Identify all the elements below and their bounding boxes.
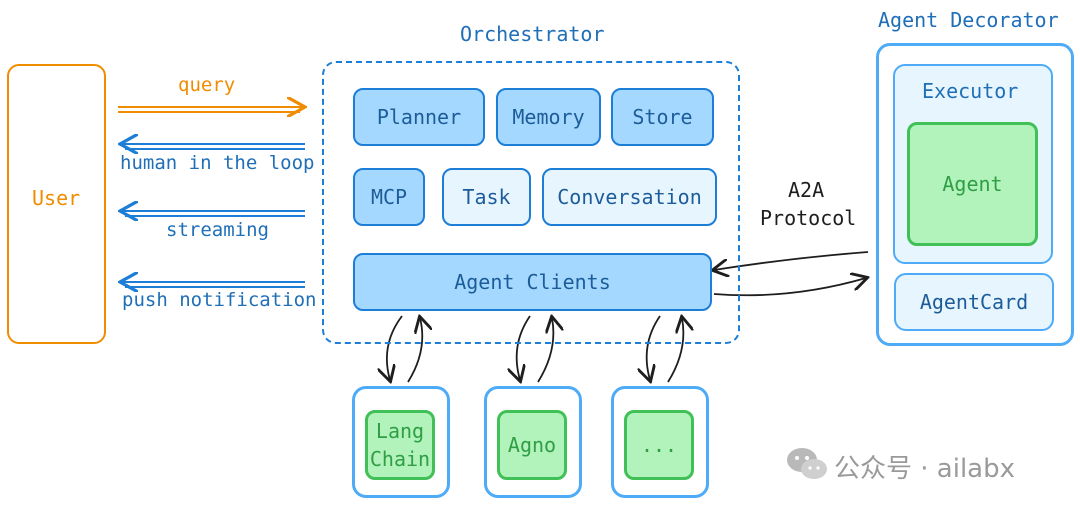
framework-arrows-langchain xyxy=(387,316,422,382)
executor-label: Executor xyxy=(922,79,1019,103)
agent-clients-box: Agent Clients xyxy=(353,253,712,311)
query-label: query xyxy=(178,74,236,96)
a2a-arrows xyxy=(714,251,868,297)
agno-box: Agno xyxy=(497,410,567,480)
wechat-icon xyxy=(787,448,827,479)
streaming-label: streaming xyxy=(166,219,269,241)
agent-box: Agent xyxy=(907,122,1038,246)
planner-box: Planner xyxy=(353,88,485,146)
human-in-the-loop-arrow xyxy=(122,144,305,149)
orchestrator-frame xyxy=(322,61,740,344)
conversation-box: Conversation xyxy=(542,168,717,226)
watermark-text: 公众号 · ailabx xyxy=(834,454,1015,484)
mcp-box: MCP xyxy=(353,168,425,226)
push-notification-arrow xyxy=(122,282,305,287)
orchestrator-title: Orchestrator xyxy=(460,22,605,46)
langchain-box: Lang Chain xyxy=(365,410,435,480)
memory-box: Memory xyxy=(496,88,601,146)
agent-card-box: AgentCard xyxy=(894,273,1054,331)
langchain-line2: Chain xyxy=(369,447,431,471)
user-label: User xyxy=(32,186,81,210)
protocol-line2: Protocol xyxy=(760,206,857,230)
user-box xyxy=(7,64,106,344)
framework-arrows-more xyxy=(647,316,684,382)
store-box: Store xyxy=(611,88,714,146)
framework-arrows-agno xyxy=(517,316,554,382)
human-in-the-loop-label: human in the loop xyxy=(120,152,315,174)
streaming-arrow xyxy=(122,211,305,216)
push-notification-label: push notification xyxy=(122,289,317,311)
more-box: ... xyxy=(624,410,694,480)
protocol-line1: A2A xyxy=(788,178,825,202)
task-box: Task xyxy=(442,168,531,226)
query-arrow xyxy=(118,107,303,112)
langchain-line1: Lang xyxy=(375,419,425,443)
agent-decorator-title: Agent Decorator xyxy=(878,8,1059,32)
